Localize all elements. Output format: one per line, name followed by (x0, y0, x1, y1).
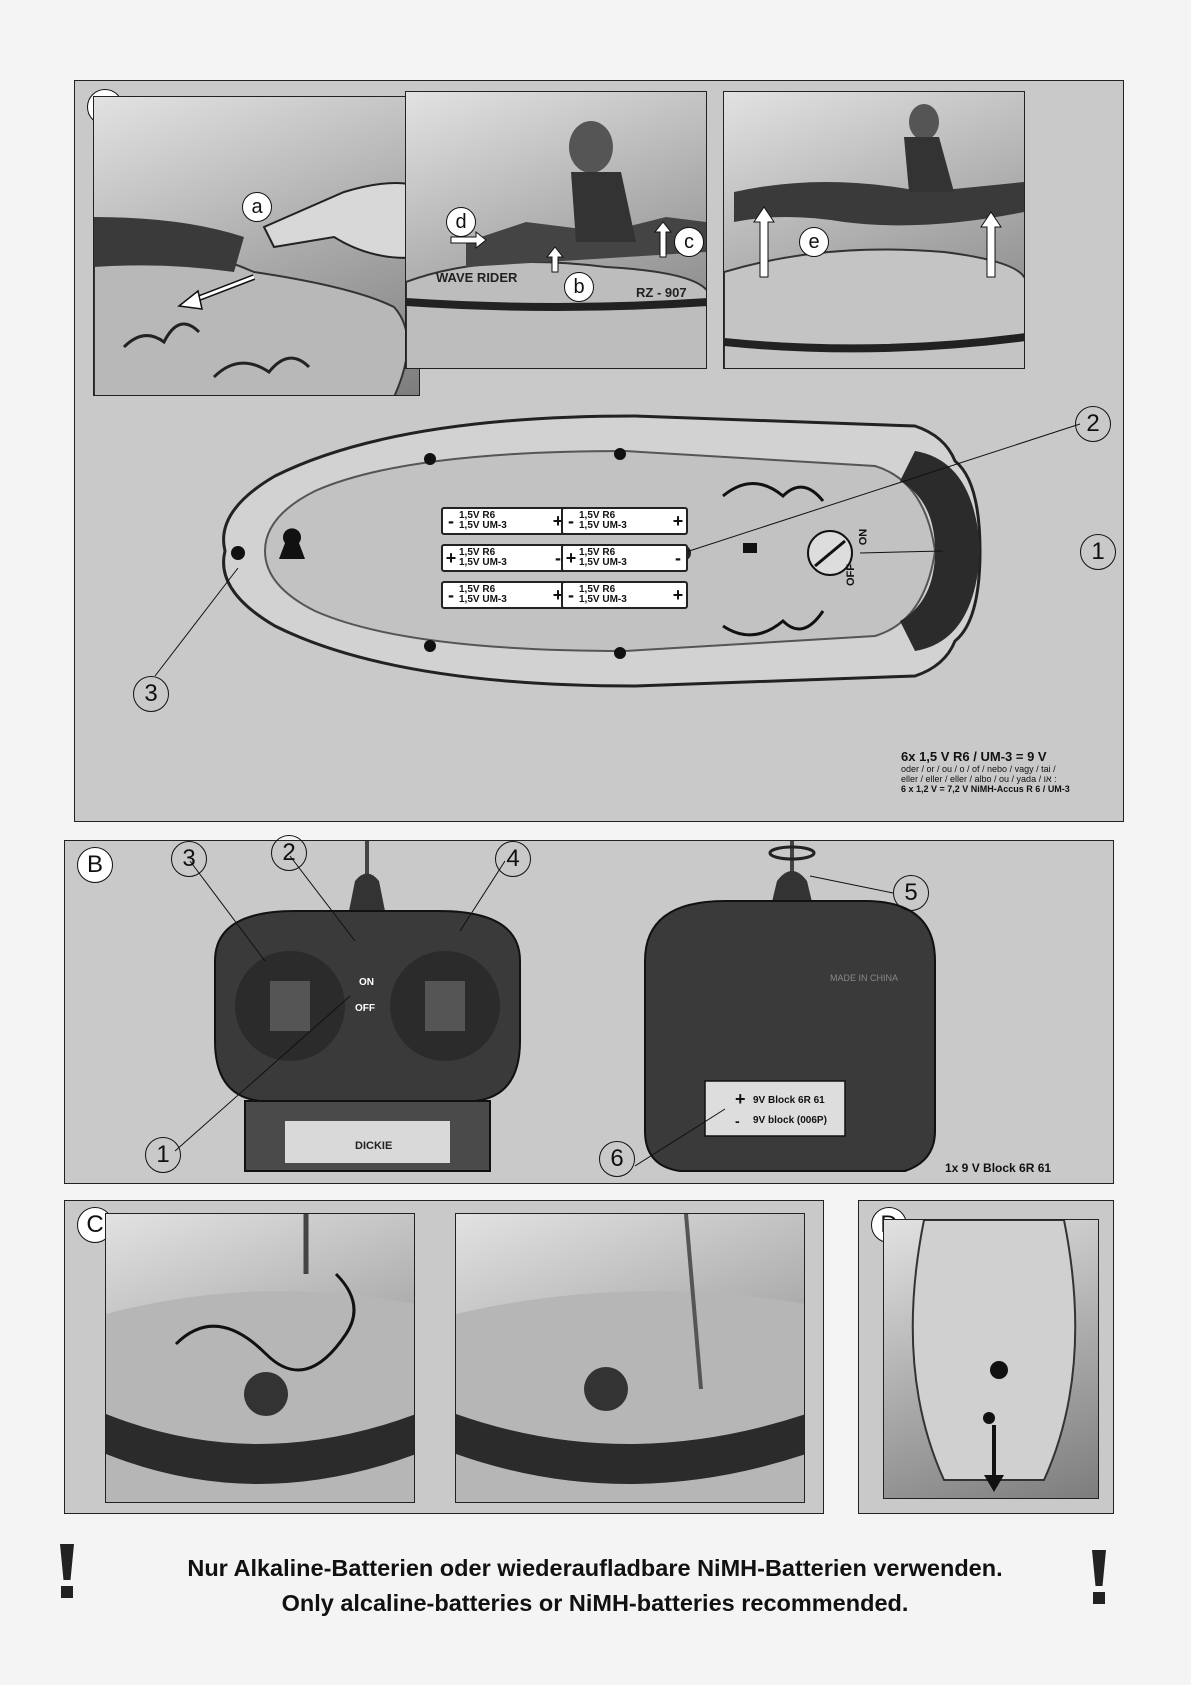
step-a-marker: a (242, 192, 272, 222)
step-d-marker: d (446, 207, 476, 237)
photo-open-seat: a (93, 96, 420, 396)
jetski-lid-illustration (724, 92, 1025, 369)
step-b-marker: b (564, 272, 594, 302)
step-e-marker: e (799, 227, 829, 257)
photo-drain-plug (883, 1219, 1099, 1499)
callout-3: 3 (133, 676, 169, 712)
callout-2: 2 (271, 835, 307, 871)
callout-3: 3 (171, 841, 207, 877)
remote-battery-plus: + (735, 1089, 746, 1110)
remote-off-label: OFF (355, 1003, 375, 1014)
remote-on-label: ON (359, 977, 374, 988)
remote-battery-line1: 9V Block 6R 61 (753, 1095, 825, 1106)
battery-spec-b: 1x 9 V Block 6R 61 (945, 1161, 1051, 1175)
photo-lift-top: e (723, 91, 1025, 369)
warning-text-de: Nur Alkaline-Batterien oder wiederauflad… (80, 1555, 1110, 1582)
decal-wave-rider: WAVE RIDER (436, 270, 518, 285)
callout-1: 1 (1080, 534, 1116, 570)
remote-battery-minus: - (735, 1113, 740, 1129)
boat-switch-on: ON (857, 529, 869, 546)
section-a-panel: A a WAVE RIDER RZ - 907 d b c (74, 80, 1124, 822)
section-c-panel: C (64, 1200, 824, 1514)
antenna-wire-illustration (106, 1214, 415, 1503)
callout-2: 2 (1075, 406, 1111, 442)
step-c-marker: c (674, 227, 704, 257)
callout-4: 4 (495, 841, 531, 877)
remote-illustration: DICKIE MADE IN CHINA (65, 841, 1115, 1185)
brand-logo: DICKIE (355, 1140, 392, 1152)
warning-text-en: Only alcaline-batteries or NiMH-batterie… (80, 1590, 1110, 1617)
boat-switch-off: OFF (845, 564, 857, 586)
decal-code: RZ - 907 (636, 285, 687, 300)
photo-remove-rider: WAVE RIDER RZ - 907 d b c (405, 91, 707, 369)
callout-1: 1 (145, 1137, 181, 1173)
hand-icon (264, 183, 420, 258)
section-b-panel: B DICKIE MADE IN CHINA ON OFF + 9V Block… (64, 840, 1114, 1184)
drain-plug-illustration (884, 1220, 1099, 1499)
exclamation-icon (60, 1544, 74, 1598)
jetski-seat-illustration (94, 97, 420, 396)
callout-6: 6 (599, 1141, 635, 1177)
battery-spec-a: 6x 1,5 V R6 / UM-3 = 9 V oder / or / ou … (901, 749, 1116, 794)
callout-5: 5 (893, 875, 929, 911)
photo-antenna-inserted (455, 1213, 805, 1503)
antenna-inserted-illustration (456, 1214, 805, 1503)
remote-battery-line2: 9V block (006P) (753, 1115, 827, 1126)
section-d-panel: D (858, 1200, 1114, 1514)
photo-antenna-routing (105, 1213, 415, 1503)
made-in-label: MADE IN CHINA (830, 973, 898, 983)
